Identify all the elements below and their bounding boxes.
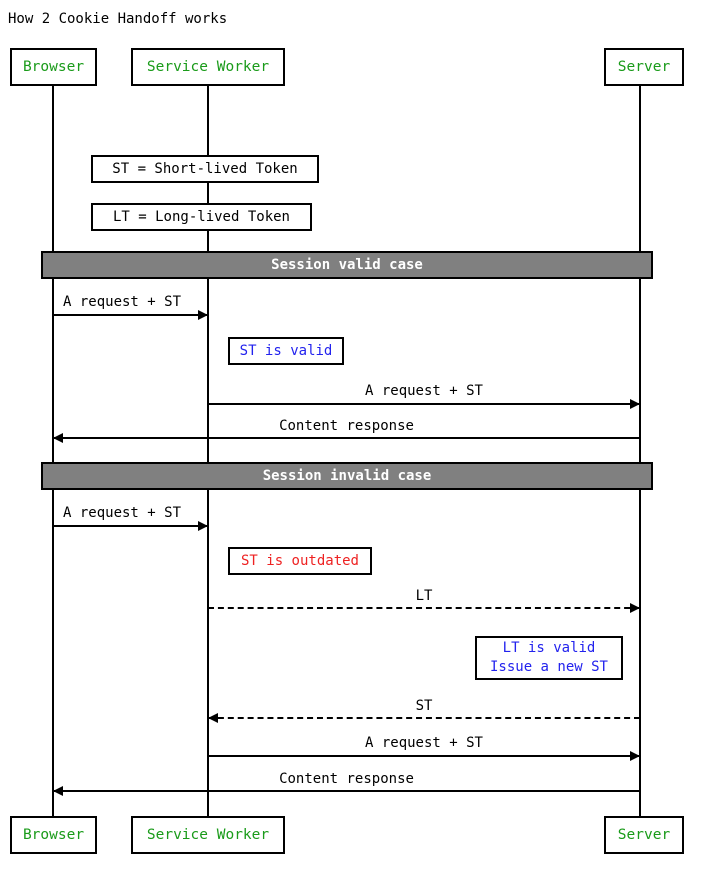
- note-st-def: ST = Short-lived Token: [91, 155, 319, 183]
- actor-sw-bottom[interactable]: Service Worker: [131, 816, 285, 854]
- actor-sw-top[interactable]: Service Worker: [131, 48, 285, 86]
- actor-server-bottom[interactable]: Server: [604, 816, 684, 854]
- msg-req-st-2-label: A request + ST: [364, 383, 483, 399]
- msg-req-st-4-label: A request + ST: [364, 735, 483, 751]
- msg-req-st-1-label: A request + ST: [63, 294, 182, 310]
- note-st-valid: ST is valid: [228, 337, 344, 365]
- lifeline-browser: [52, 86, 54, 816]
- msg-req-st-3-label: A request + ST: [63, 505, 182, 521]
- msg-content-1-arrowhead: [53, 433, 63, 443]
- msg-req-st-4-line: [208, 755, 640, 757]
- actor-browser-top[interactable]: Browser: [10, 48, 97, 86]
- msg-lt-label: LT: [415, 588, 433, 604]
- msg-req-st-1-arrowhead: [198, 310, 208, 320]
- msg-req-st-4-arrowhead: [630, 751, 640, 761]
- note-st-outdated-line-0: ST is outdated: [240, 553, 359, 569]
- note-st-def-line-0: ST = Short-lived Token: [112, 161, 298, 177]
- lifeline-sw: [207, 86, 209, 816]
- separator-sep-valid: Session valid case: [41, 251, 653, 279]
- msg-req-st-1-line: [53, 314, 208, 316]
- msg-lt-line: [208, 607, 640, 609]
- msg-content-1-label: Content response: [279, 418, 414, 434]
- msg-req-st-3-line: [53, 525, 208, 527]
- msg-st-return-label: ST: [415, 698, 433, 714]
- msg-content-2-label: Content response: [279, 771, 414, 787]
- note-st-outdated: ST is outdated: [228, 547, 372, 575]
- msg-content-1-line: [53, 437, 640, 439]
- page-title: How 2 Cookie Handoff works: [8, 11, 228, 27]
- msg-st-return-line: [208, 717, 640, 719]
- msg-req-st-3-arrowhead: [198, 521, 208, 531]
- note-st-valid-line-0: ST is valid: [239, 343, 333, 359]
- actor-server-top[interactable]: Server: [604, 48, 684, 86]
- note-lt-def: LT = Long-lived Token: [91, 203, 312, 231]
- separator-sep-invalid: Session invalid case: [41, 462, 653, 490]
- msg-st-return-arrowhead: [208, 713, 218, 723]
- note-lt-valid-line-1: Issue a new ST: [489, 659, 608, 675]
- msg-content-2-line: [53, 790, 640, 792]
- note-lt-def-line-0: LT = Long-lived Token: [112, 209, 290, 225]
- msg-content-2-arrowhead: [53, 786, 63, 796]
- msg-req-st-2-arrowhead: [630, 399, 640, 409]
- msg-req-st-2-line: [208, 403, 640, 405]
- msg-lt-arrowhead: [630, 603, 640, 613]
- actor-browser-bottom[interactable]: Browser: [10, 816, 97, 854]
- lifeline-server: [639, 86, 641, 816]
- note-lt-valid-line-0: LT is valid: [502, 640, 596, 656]
